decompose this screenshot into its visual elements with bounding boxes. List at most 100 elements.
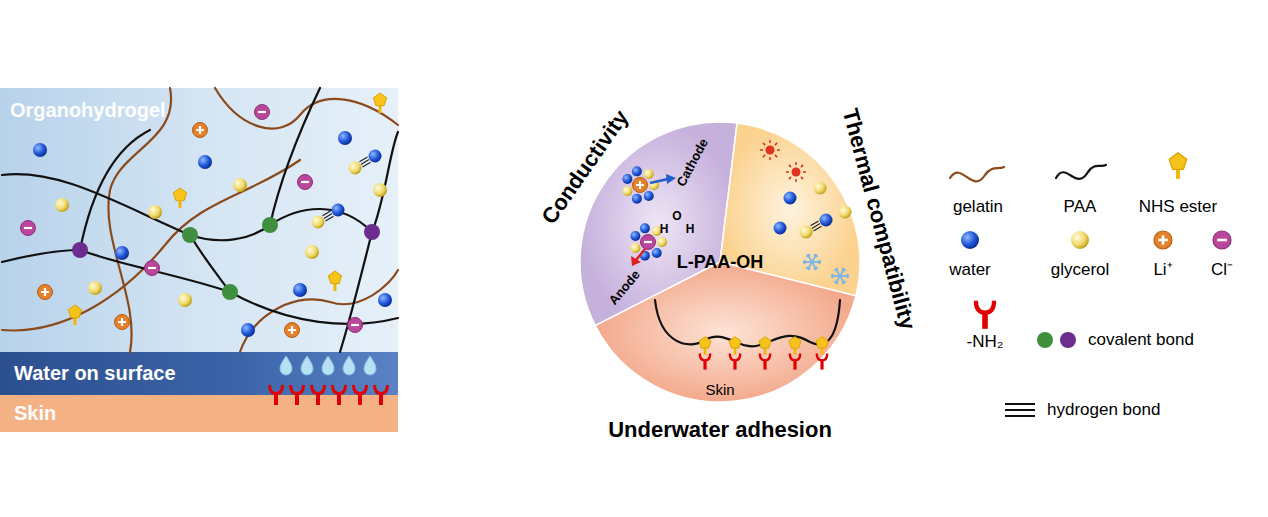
nhs-ring	[816, 337, 828, 348]
sun-core	[766, 146, 775, 155]
polymer-surface	[655, 300, 840, 346]
glycerol-ball	[630, 243, 640, 253]
amine-group	[352, 385, 368, 405]
water-ball	[332, 204, 345, 217]
amine-stem	[274, 394, 278, 405]
water-ball	[652, 248, 662, 258]
legend-gelatin-sample	[950, 167, 1004, 181]
water-drop	[364, 356, 376, 375]
amine-cup	[289, 385, 305, 395]
paa-chain	[190, 225, 270, 240]
nhs-ester	[68, 305, 81, 325]
paa-chain	[270, 209, 372, 232]
water-ball	[632, 166, 642, 176]
amine-stem	[703, 361, 706, 370]
water-ball	[820, 214, 833, 227]
chloride-ion	[641, 235, 656, 250]
amine-stem	[379, 394, 383, 405]
ion-body	[255, 105, 270, 120]
band-label: Water on surface	[14, 362, 176, 385]
nhs-ester	[729, 337, 741, 355]
legend-text: covalent bond	[1088, 330, 1194, 350]
ion-sign	[24, 227, 32, 229]
sun-core	[792, 168, 801, 177]
adhesion-sector-wedge	[595, 262, 856, 402]
glycerol-ball	[178, 293, 192, 307]
gelatin-chain	[215, 88, 398, 129]
cold-symbol	[831, 268, 849, 284]
snowflake	[803, 254, 821, 270]
glycerol-ball	[312, 216, 325, 229]
amine-cup	[352, 385, 368, 395]
legend-text: PAA	[1064, 197, 1097, 217]
paa-chain	[2, 250, 80, 262]
amine-stem	[316, 394, 320, 405]
glycerol-ball	[349, 162, 362, 175]
legend-text: NHS ester	[1139, 197, 1217, 217]
crosslink-dot	[222, 284, 238, 300]
water-ball	[632, 194, 642, 204]
nhs-ring	[1169, 153, 1186, 170]
amine-stem	[793, 361, 796, 370]
ion-body	[1154, 231, 1172, 249]
nhs-ring	[729, 337, 741, 348]
glycerol-ball	[657, 237, 667, 247]
nhs-ester	[173, 188, 186, 208]
migration-arrow	[636, 249, 645, 260]
amine-cup	[699, 354, 712, 362]
glycerol-ball	[1071, 231, 1089, 249]
water-ball	[774, 222, 787, 235]
water-ball	[293, 283, 307, 297]
glycerol-ball	[55, 198, 69, 212]
water-drop	[322, 356, 334, 375]
legend-text: hydrogen bond	[1047, 400, 1160, 420]
ion-sign	[258, 111, 266, 113]
legend-text: water	[949, 260, 991, 280]
ion-sign	[1217, 239, 1227, 242]
amine-stem	[358, 394, 362, 405]
amine-stem	[763, 361, 766, 370]
amine-cup	[373, 385, 389, 395]
nhs-ester	[699, 337, 711, 355]
ion-sign	[118, 318, 126, 326]
lithium-ion	[38, 285, 53, 300]
ion-sign	[351, 324, 359, 326]
amine-stem	[982, 313, 988, 328]
glycerol-ball	[305, 245, 319, 259]
ion-sign	[288, 326, 296, 334]
amine-group	[289, 385, 305, 405]
amine-stem	[337, 394, 341, 405]
crosslink-dot	[182, 227, 198, 243]
lithium-ion	[633, 178, 648, 193]
chloride-ion	[298, 175, 313, 190]
ion-body	[38, 285, 53, 300]
crosslink-dot	[72, 242, 88, 258]
amine-cup	[759, 354, 772, 362]
water-ball	[241, 323, 255, 337]
ion-sign	[41, 288, 49, 296]
ion-sign	[301, 181, 309, 183]
band-label: Skin	[14, 402, 56, 425]
water-band: Water on surface	[0, 352, 398, 395]
amine-cup	[816, 354, 829, 362]
legend-text: -NH₂	[967, 332, 1004, 352]
water-ball	[115, 246, 129, 260]
ion-sign	[1158, 235, 1168, 245]
ion-body	[115, 315, 130, 330]
migration-arrowhead	[631, 256, 641, 266]
glycerol-ball	[622, 186, 632, 196]
legend-covalent-sample	[1060, 332, 1076, 348]
legend-text: Cl⁻	[1211, 260, 1233, 280]
nhs-ring	[759, 337, 771, 348]
lithium-ion	[193, 123, 208, 138]
ion-sign	[636, 181, 644, 189]
sun-rays	[760, 140, 780, 160]
paa-chain	[230, 292, 398, 324]
sun-rays	[786, 162, 806, 182]
ion-sign	[148, 267, 156, 269]
nhs-ring	[699, 337, 711, 348]
skin-label: Skin	[705, 381, 734, 398]
crosslink-dot	[364, 224, 380, 240]
water-ball	[378, 293, 392, 307]
hydrogen-bond-bars	[323, 211, 334, 221]
